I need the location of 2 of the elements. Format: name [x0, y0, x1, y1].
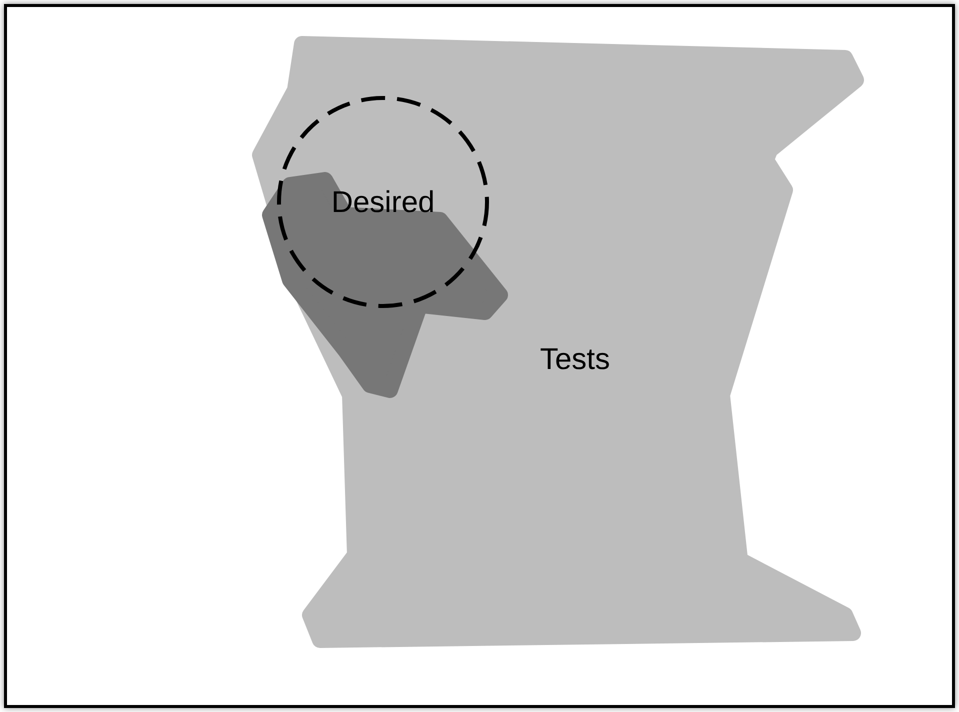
region-label: Desired [331, 186, 435, 220]
region-label: Tests [540, 343, 610, 377]
